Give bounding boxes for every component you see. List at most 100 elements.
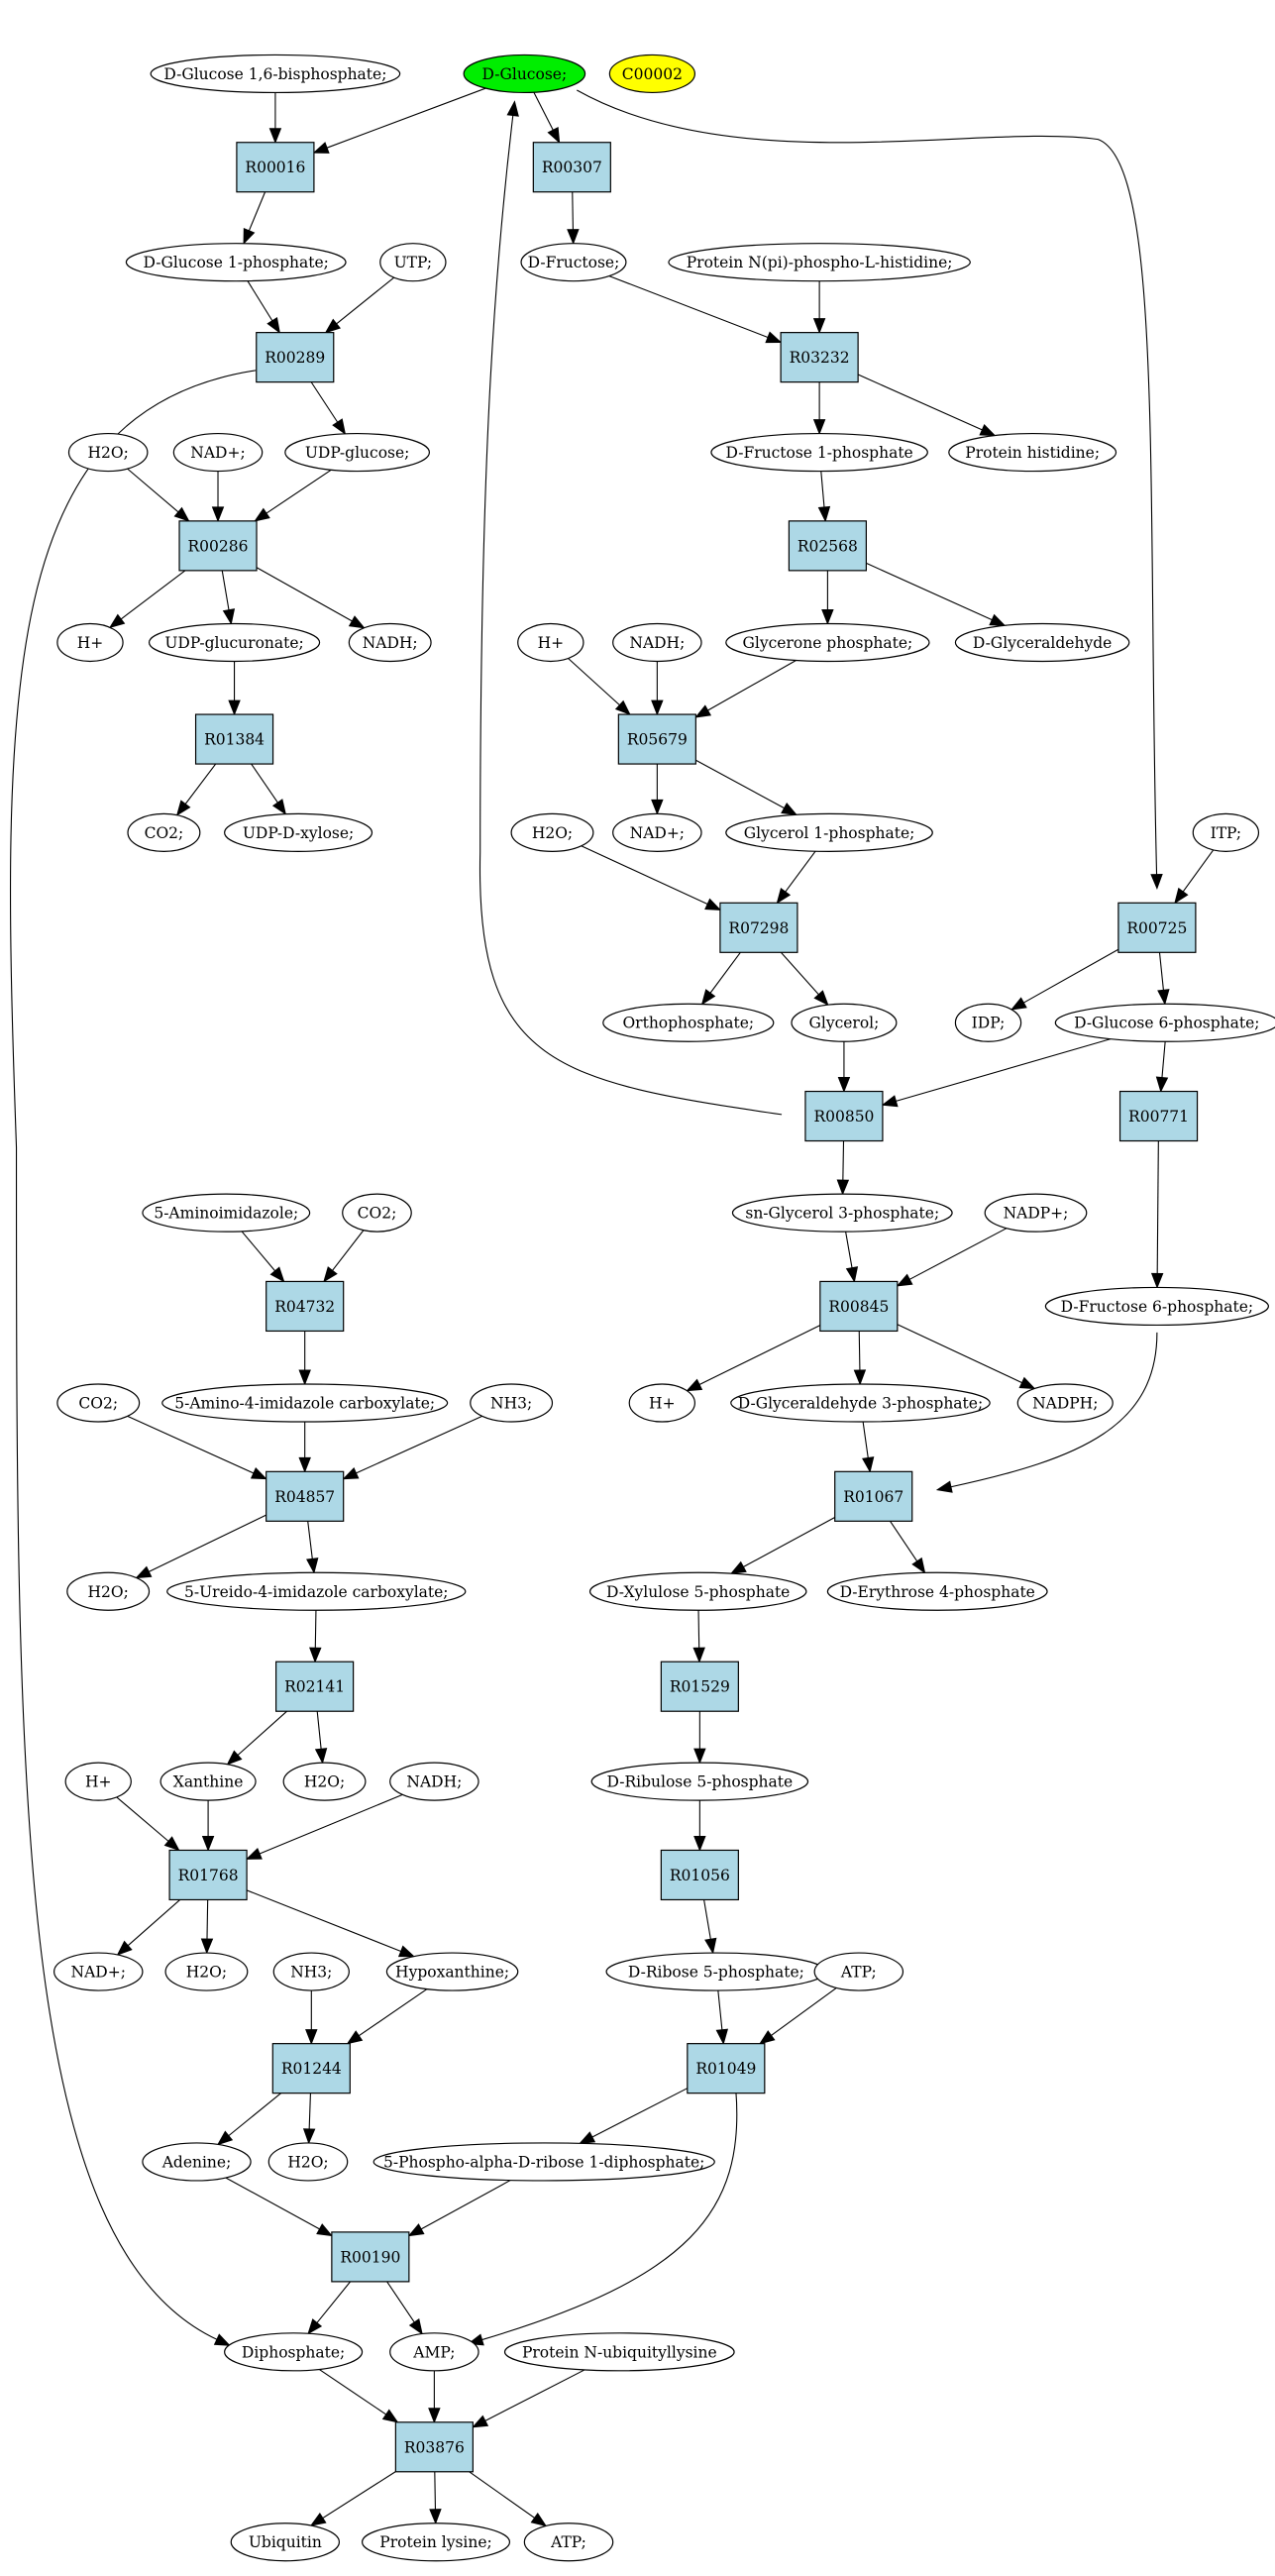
reaction-node-R02568[interactable]: R02568 <box>788 520 867 572</box>
compound-node-dribose5p[interactable]: D-Ribose 5-phosphate; <box>605 1952 827 1991</box>
reaction-node-R00845[interactable]: R00845 <box>819 1280 899 1333</box>
compound-node-ureidoimid[interactable]: 5-Ureido-4-imidazole carboxylate; <box>166 1571 467 1611</box>
compound-node-dfru1p[interactable]: D-Fructose 1-phosphate <box>710 432 928 473</box>
reaction-node-R01768[interactable]: R01768 <box>168 1849 248 1901</box>
compound-node-diphos[interactable]: Diphosphate; <box>224 2332 364 2372</box>
arrowhead <box>116 1940 133 1956</box>
reaction-node-R05679[interactable]: R05679 <box>617 713 696 765</box>
compound-node-atp_b[interactable]: ATP; <box>523 2522 614 2562</box>
compound-node-nadpplus[interactable]: NADP+; <box>984 1193 1088 1233</box>
compound-node-gly1p[interactable]: Glycerol 1-phosphate; <box>725 812 933 852</box>
edge-glycp-to-R05679 <box>694 660 797 718</box>
compound-node-glycerol[interactable]: Glycerol; <box>791 1003 898 1042</box>
compound-node-nh3_b[interactable]: NH3; <box>272 1952 350 1991</box>
reaction-node-R00289[interactable]: R00289 <box>256 332 335 383</box>
compound-node-h2o_f[interactable]: H2O; <box>267 2142 349 2182</box>
reaction-box <box>834 1470 913 1522</box>
compound-node-h_d[interactable]: H+ <box>64 1762 132 1801</box>
compound-node-h_a[interactable]: H+ <box>56 622 124 663</box>
compound-node-amimidcarb[interactable]: 5-Amino-4-imidazole carboxylate; <box>161 1383 449 1423</box>
arrowhead <box>935 1480 953 1493</box>
compound-node-protnphis[interactable]: Protein N(pi)-phospho-L-histidine; <box>668 243 971 282</box>
reaction-node-R00307[interactable]: R00307 <box>532 142 611 193</box>
reaction-node-R00725[interactable]: R00725 <box>1117 902 1197 953</box>
compound-node-dxyl5p[interactable]: D-Xylulose 5-phosphate <box>588 1571 807 1611</box>
compound-node-dglyald[interactable]: D-Glyceraldehyde <box>954 622 1130 663</box>
compound-node-snglyc3p[interactable]: sn-Glycerol 3-phosphate; <box>731 1193 953 1233</box>
compound-node-xanthine[interactable]: Xanthine <box>159 1762 257 1801</box>
compound-node-utp[interactable]: UTP; <box>379 243 447 282</box>
reaction-node-R00771[interactable]: R00771 <box>1118 1090 1199 1142</box>
compound-node-ubiquitin[interactable]: Ubiquitin <box>230 2522 341 2562</box>
compound-node-hypox[interactable]: Hypoxanthine; <box>385 1952 519 1991</box>
compound-node-nh3_a[interactable]: NH3; <box>470 1383 554 1423</box>
reaction-node-R07298[interactable]: R07298 <box>719 902 798 953</box>
compound-node-prpp[interactable]: 5-Phospho-alpha-D-ribose 1-diphosphate; <box>372 2142 715 2182</box>
compound-node-protlys[interactable]: Protein lysine; <box>361 2522 511 2562</box>
reaction-node-R01056[interactable]: R01056 <box>660 1849 739 1901</box>
compound-node-h2o_b[interactable]: H2O; <box>510 812 594 852</box>
reaction-node-R01384[interactable]: R01384 <box>194 713 274 765</box>
compound-node-atp_a[interactable]: ATP; <box>813 1952 904 1991</box>
compound-node-co2_c[interactable]: CO2; <box>56 1383 141 1423</box>
compound-node-h2o_a[interactable]: H2O; <box>67 432 149 473</box>
compound-node-nadh_a[interactable]: NADH; <box>348 622 432 663</box>
reaction-box <box>331 2231 410 2283</box>
compound-node-dglc1p[interactable]: D-Glucose 1-phosphate; <box>125 243 347 282</box>
compound-node-prothis[interactable]: Protein histidine; <box>948 432 1117 473</box>
compound-node-idp[interactable]: IDP; <box>954 1003 1022 1042</box>
compound-node-protubi[interactable]: Protein N-ubiquityllysine <box>503 2332 735 2372</box>
reaction-node-R01529[interactable]: R01529 <box>660 1661 739 1712</box>
arrowhead <box>547 126 561 144</box>
reaction-node-R04732[interactable]: R04732 <box>266 1280 345 1333</box>
compound-node-amp[interactable]: AMP; <box>389 2332 479 2372</box>
compound-node-glycp[interactable]: Glycerone phosphate; <box>725 622 930 663</box>
reaction-label: R00016 <box>245 159 305 176</box>
compound-node-c00002[interactable]: C00002 <box>608 54 695 94</box>
compound-node-orthop[interactable]: Orthophosphate; <box>602 1003 775 1042</box>
compound-node-nadp_c[interactable]: NAD+; <box>53 1952 144 1991</box>
compound-node-dglucose[interactable]: D-Glucose; <box>463 54 586 94</box>
compound-node-nadph[interactable]: NADPH; <box>1016 1383 1114 1423</box>
compound-node-nadh_c[interactable]: NADH; <box>389 1762 479 1801</box>
compound-node-dglc16bp[interactable]: D-Glucose 1,6-bisphosphate; <box>150 54 401 94</box>
compound-node-co2_b[interactable]: CO2; <box>342 1193 412 1233</box>
compound-node-nadp_a[interactable]: NAD+; <box>172 432 264 473</box>
compound-node-adenine[interactable]: Adenine; <box>142 2142 252 2182</box>
compound-label: IDP; <box>972 1015 1006 1032</box>
reaction-node-R00016[interactable]: R00016 <box>236 142 315 193</box>
compound-node-h2o_e[interactable]: H2O; <box>164 1952 249 1991</box>
compound-node-udpglc[interactable]: UDP-glucose; <box>284 432 431 473</box>
compound-node-udpglcur[interactable]: UDP-glucuronate; <box>148 622 321 663</box>
compound-node-dery4p[interactable]: D-Erythrose 4-phosphate <box>826 1571 1048 1611</box>
reaction-node-R03876[interactable]: R03876 <box>394 2421 474 2473</box>
edge-line <box>259 1793 403 1855</box>
reaction-node-R00850[interactable]: R00850 <box>804 1090 884 1142</box>
reaction-node-R01244[interactable]: R01244 <box>271 2043 351 2094</box>
reaction-node-R01049[interactable]: R01049 <box>687 2043 766 2094</box>
edge-line <box>897 1324 1022 1384</box>
compound-node-h2o_d[interactable]: H2O; <box>282 1762 367 1801</box>
reaction-node-R04857[interactable]: R04857 <box>266 1470 345 1522</box>
reaction-node-R00190[interactable]: R00190 <box>331 2231 410 2283</box>
reaction-node-R00286[interactable]: R00286 <box>178 520 258 572</box>
compound-node-itp[interactable]: ITP; <box>1192 812 1260 852</box>
compound-ellipse <box>984 1193 1088 1233</box>
compound-node-dga3p[interactable]: D-Glyceraldehyde 3-phosphate; <box>730 1383 991 1423</box>
compound-node-h_c[interactable]: H+ <box>628 1383 695 1423</box>
reaction-node-R03232[interactable]: R03232 <box>780 332 859 383</box>
compound-node-h_b[interactable]: H+ <box>517 622 584 663</box>
compound-node-udpxyl[interactable]: UDP-D-xylose; <box>224 812 373 852</box>
reaction-node-R01067[interactable]: R01067 <box>834 1470 913 1522</box>
compound-node-nadh_b[interactable]: NADH; <box>612 622 702 663</box>
compound-node-aminoimid[interactable]: 5-Aminoimidazole; <box>142 1193 311 1233</box>
arrowhead <box>250 1467 267 1480</box>
compound-node-co2_a[interactable]: CO2; <box>127 812 201 852</box>
compound-node-nadp_b[interactable]: NAD+; <box>612 812 702 852</box>
compound-node-h2o_c[interactable]: H2O; <box>66 1571 151 1611</box>
compound-node-dglc6p[interactable]: D-Glucose 6-phosphate; <box>1054 1003 1275 1042</box>
reaction-node-R02141[interactable]: R02141 <box>275 1661 355 1712</box>
compound-node-dfru6p[interactable]: D-Fructose 6-phosphate; <box>1044 1286 1269 1327</box>
compound-node-dfru[interactable]: D-Fructose; <box>520 243 627 282</box>
compound-node-drib5p[interactable]: D-Ribulose 5-phosphate <box>590 1762 809 1801</box>
